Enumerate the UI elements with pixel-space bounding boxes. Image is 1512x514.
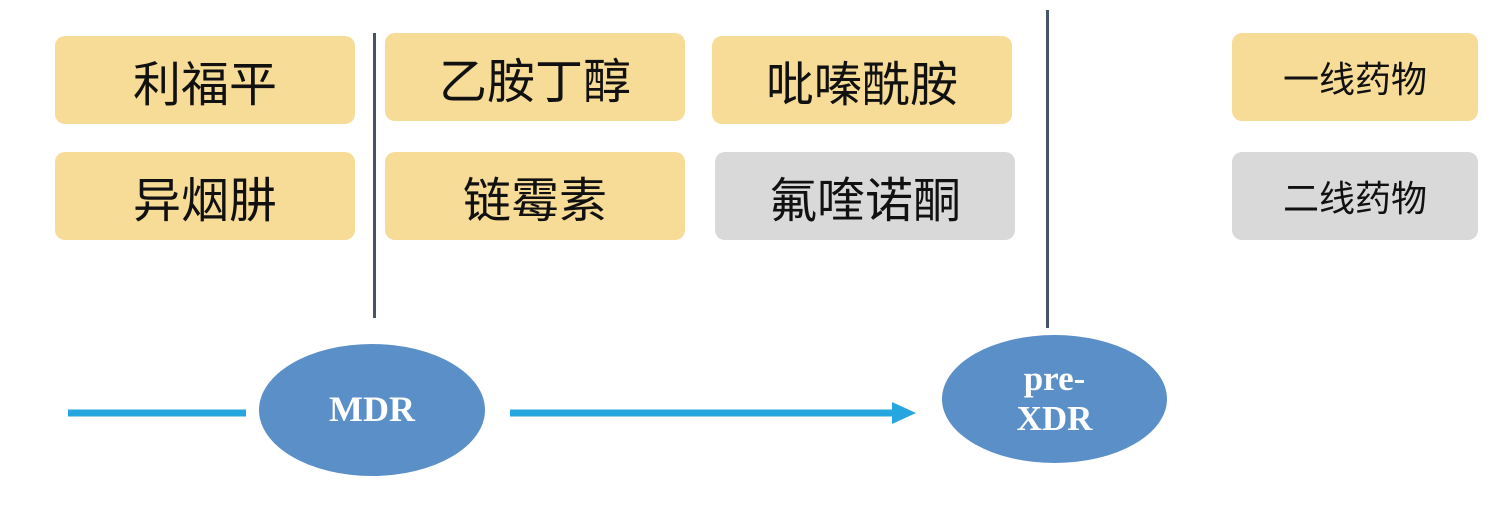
pre-xdr-stage-node: pre- XDR xyxy=(942,335,1167,463)
drug-rifampicin: 利福平 xyxy=(55,36,355,124)
drug-fluoroquinolone: 氟喹诺酮 xyxy=(715,152,1015,240)
drug-ethambutol: 乙胺丁醇 xyxy=(385,33,685,121)
legend-label: 二线药物 xyxy=(1282,179,1427,220)
legend-label: 一线药物 xyxy=(1282,60,1427,101)
drug-streptomycin: 链霉素 xyxy=(385,152,685,240)
drug-label: 利福平 xyxy=(132,57,277,113)
drug-pyrazinamide: 吡嗪酰胺 xyxy=(712,36,1012,124)
drug-label: 乙胺丁醇 xyxy=(438,54,631,110)
drug-label: 吡嗪酰胺 xyxy=(765,57,958,113)
drug-label: 链霉素 xyxy=(462,173,607,229)
mdr-stage-node: MDR xyxy=(259,344,485,476)
legend-second-line: 二线药物 xyxy=(1232,152,1478,240)
stage-label-line: XDR xyxy=(1016,399,1093,438)
progression-arrow-head xyxy=(892,402,916,424)
pre-xdr-divider-line xyxy=(1046,10,1049,328)
legend-first-line: 一线药物 xyxy=(1232,33,1478,121)
stage-label-line: MDR xyxy=(329,389,415,430)
mdr-divider-line xyxy=(373,33,376,318)
drug-isoniazid: 异烟肼 xyxy=(55,152,355,240)
stage-label-line: pre- xyxy=(1023,358,1086,398)
drug-label: 氟喹诺酮 xyxy=(768,173,961,229)
drug-label: 异烟肼 xyxy=(132,173,277,229)
